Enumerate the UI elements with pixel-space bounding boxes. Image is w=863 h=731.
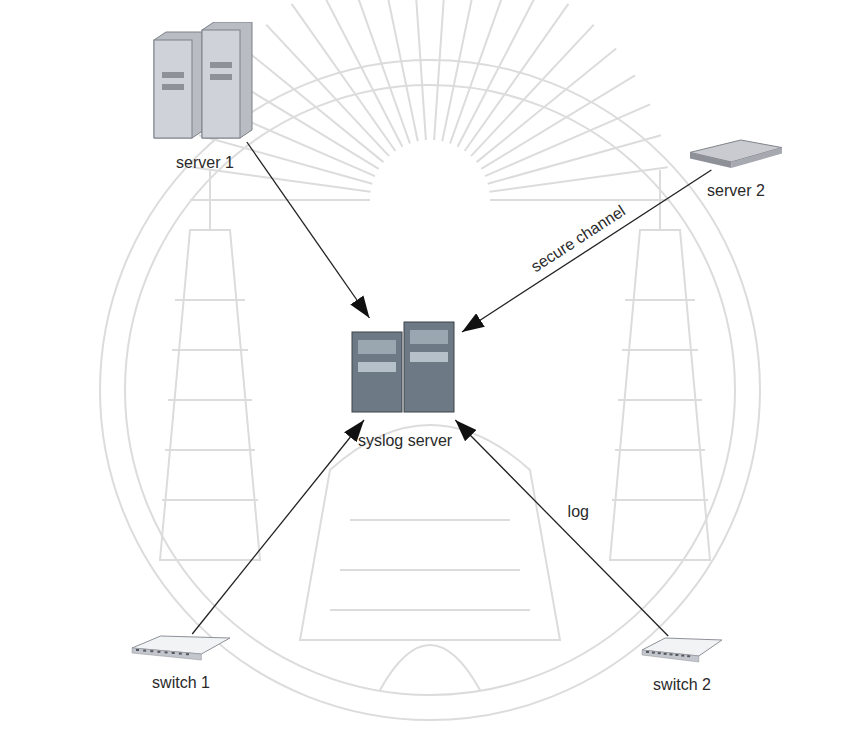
device-label: syslog server — [358, 432, 452, 450]
syslog-server-icon — [348, 318, 462, 420]
device-node: switch 1 — [130, 634, 232, 662]
server-icon — [150, 22, 260, 142]
device-node: server 1 — [150, 22, 260, 142]
log-arrow — [247, 142, 370, 318]
device-label: server 2 — [707, 182, 765, 200]
device-label: switch 1 — [152, 674, 210, 692]
device-node: syslog server — [348, 318, 462, 420]
switch-icon — [640, 636, 724, 664]
log-arrow — [455, 420, 668, 636]
device-node: switch 2 — [640, 636, 724, 664]
device-label: server 1 — [176, 154, 234, 172]
edge-label: secure channel — [527, 201, 631, 277]
device-node: server 2 — [688, 138, 784, 170]
edge-label: log — [566, 503, 591, 521]
log-arrow — [192, 420, 364, 634]
log-arrow — [462, 170, 711, 332]
server-icon — [688, 138, 784, 170]
device-label: switch 2 — [653, 676, 711, 694]
switch-icon — [130, 634, 232, 662]
